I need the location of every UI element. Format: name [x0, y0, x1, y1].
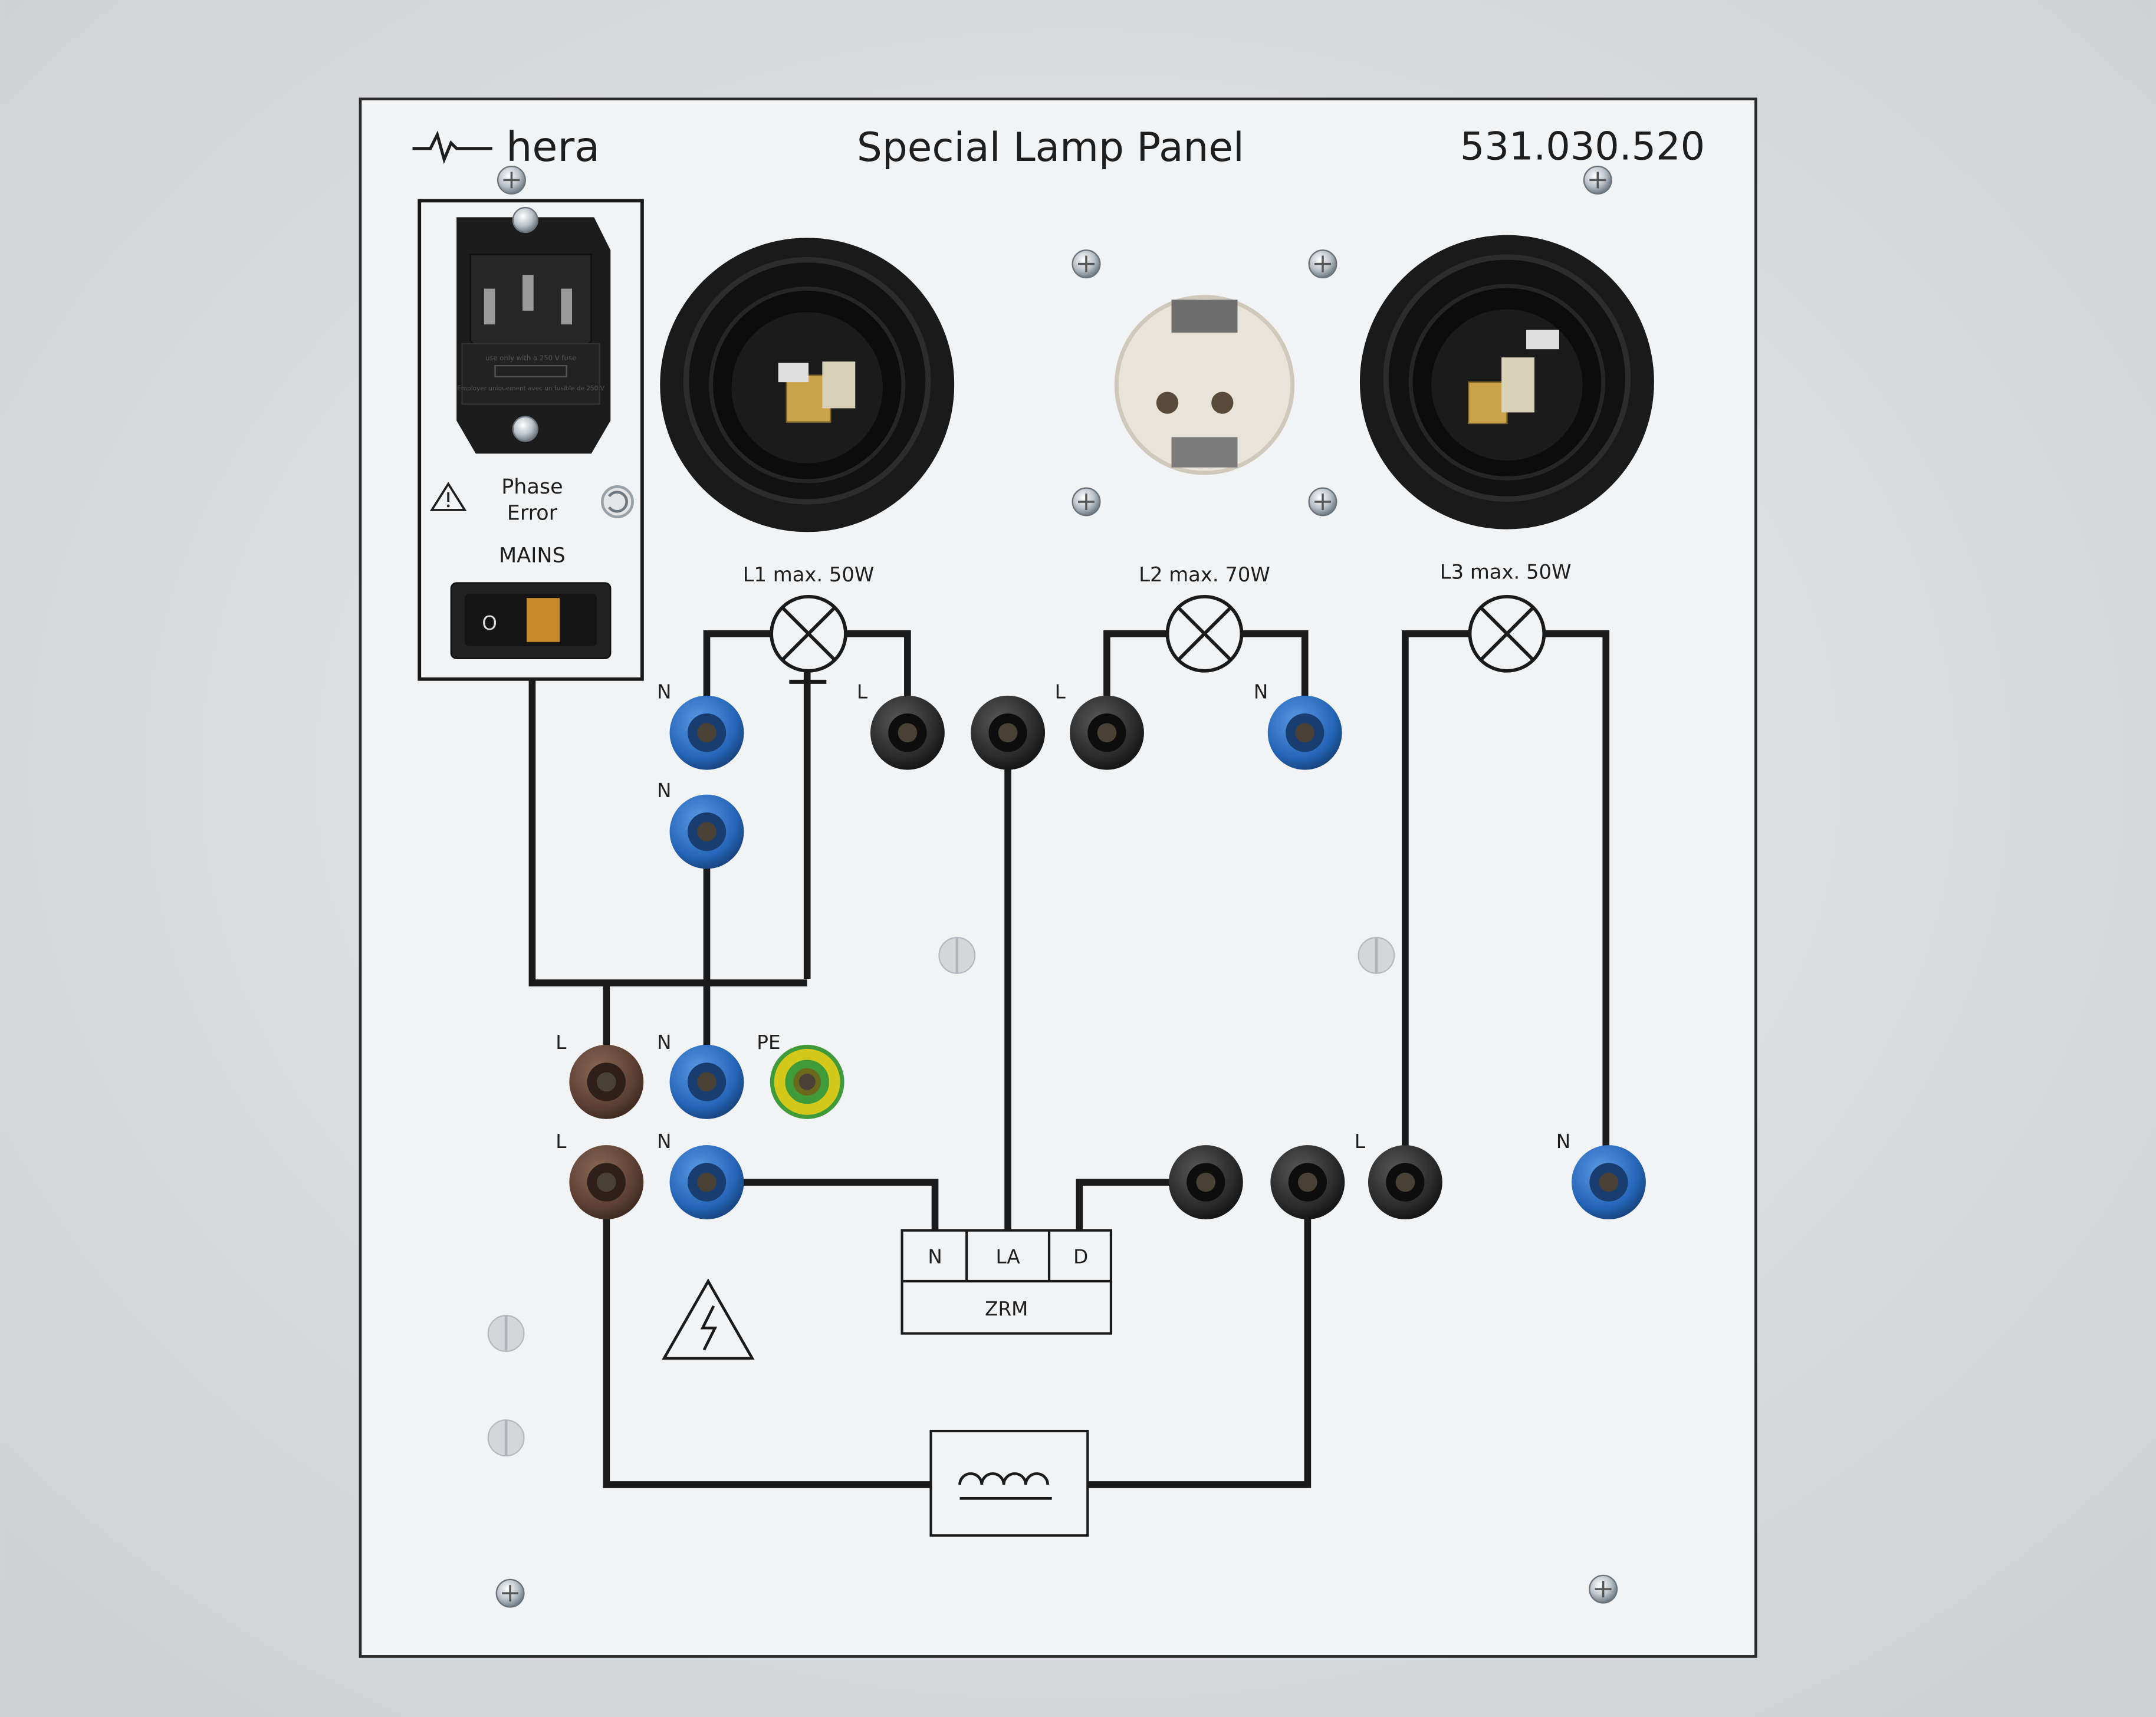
banana-socket-icon[interactable] [669, 695, 744, 770]
brand-name: hera [506, 123, 600, 171]
lamp-socket-l1[interactable] [660, 238, 955, 532]
zrm-la-label: LA [995, 1246, 1020, 1268]
part-number: 531.030.520 [1460, 124, 1705, 169]
high-voltage-icon [662, 1278, 755, 1360]
banana-socket-icon[interactable] [870, 695, 945, 770]
terminal-label: L [1355, 1130, 1365, 1153]
banana-socket-icon[interactable] [770, 1044, 845, 1119]
terminal-label: N [657, 1031, 671, 1054]
banana-socket-icon[interactable] [1070, 695, 1144, 770]
phase-label: Phase [501, 475, 563, 499]
mains-label: MAINS [499, 544, 566, 568]
terminal-label: N [1556, 1130, 1570, 1153]
terminal-label: L [857, 680, 867, 703]
screw-icon [495, 1578, 525, 1608]
lamp-l1-label: L1 max. 50W [743, 563, 875, 586]
fuse-text-1: use only with a 250 V fuse [485, 354, 576, 362]
lamp-symbol-icon [1468, 594, 1546, 673]
switch-off-symbol: O [482, 612, 497, 634]
banana-socket-icon[interactable] [669, 794, 744, 869]
lamp-socket-l2[interactable] [1114, 295, 1295, 475]
terminal-label: N [657, 1130, 671, 1153]
screw-icon [1583, 165, 1612, 195]
banana-socket-icon[interactable] [669, 1145, 744, 1220]
screw-icon [1589, 1574, 1618, 1604]
lamp-symbol-icon [1165, 594, 1244, 673]
banana-socket-icon[interactable] [1267, 695, 1342, 770]
lamp-l3-label: L3 max. 50W [1440, 561, 1572, 584]
screw-icon [1308, 487, 1337, 517]
zrm-n-label: N [928, 1246, 942, 1268]
error-label: Error [507, 501, 558, 525]
terminal-label: PE [757, 1031, 780, 1054]
zrm-d-label: D [1073, 1246, 1088, 1268]
warning-triangle-icon [429, 482, 467, 511]
terminal-label: L [556, 1130, 566, 1153]
hera-logo-icon [412, 130, 492, 165]
terminal-label: L [1055, 680, 1066, 703]
banana-socket-icon[interactable] [1368, 1145, 1442, 1220]
screw-icon [512, 206, 538, 233]
rivet [487, 1419, 525, 1457]
reset-icon[interactable] [600, 485, 634, 518]
banana-socket-icon[interactable] [1168, 1145, 1243, 1220]
screw-icon [497, 165, 526, 195]
terminal-label: N [657, 680, 671, 703]
screw-icon [1072, 249, 1101, 279]
rivet [487, 1315, 525, 1352]
lamp-symbol-icon [770, 594, 847, 673]
rivet [938, 936, 976, 974]
screw-icon [1308, 249, 1337, 279]
banana-socket-icon[interactable] [569, 1044, 644, 1119]
terminal-label: N [1254, 680, 1268, 703]
screw-icon [512, 416, 538, 442]
zrm-name-label: ZRM [985, 1298, 1028, 1320]
zrm-block [900, 1229, 1113, 1335]
terminal-label: N [657, 779, 671, 802]
lamp-socket-l3[interactable] [1359, 235, 1654, 529]
banana-socket-icon[interactable] [1270, 1145, 1345, 1220]
banana-socket-icon[interactable] [669, 1044, 744, 1119]
rivet [1358, 936, 1395, 974]
inductor-icon [929, 1429, 1089, 1537]
banana-socket-icon[interactable] [569, 1145, 644, 1220]
circuit-wiring [528, 630, 1610, 1488]
screw-icon [1072, 487, 1101, 517]
terminal-label: L [556, 1031, 566, 1054]
panel-title: Special Lamp Panel [857, 124, 1244, 170]
mains-inlet-socket[interactable]: use only with a 250 V fuse Employer uniq… [456, 217, 611, 454]
banana-socket-icon[interactable] [1571, 1145, 1646, 1220]
mains-switch[interactable]: O [450, 582, 612, 659]
banana-socket-icon[interactable] [971, 695, 1046, 770]
fuse-text-2: Employer uniquement avec un fusible de 2… [457, 385, 604, 392]
lamp-l2-label: L2 max. 70W [1139, 563, 1270, 586]
